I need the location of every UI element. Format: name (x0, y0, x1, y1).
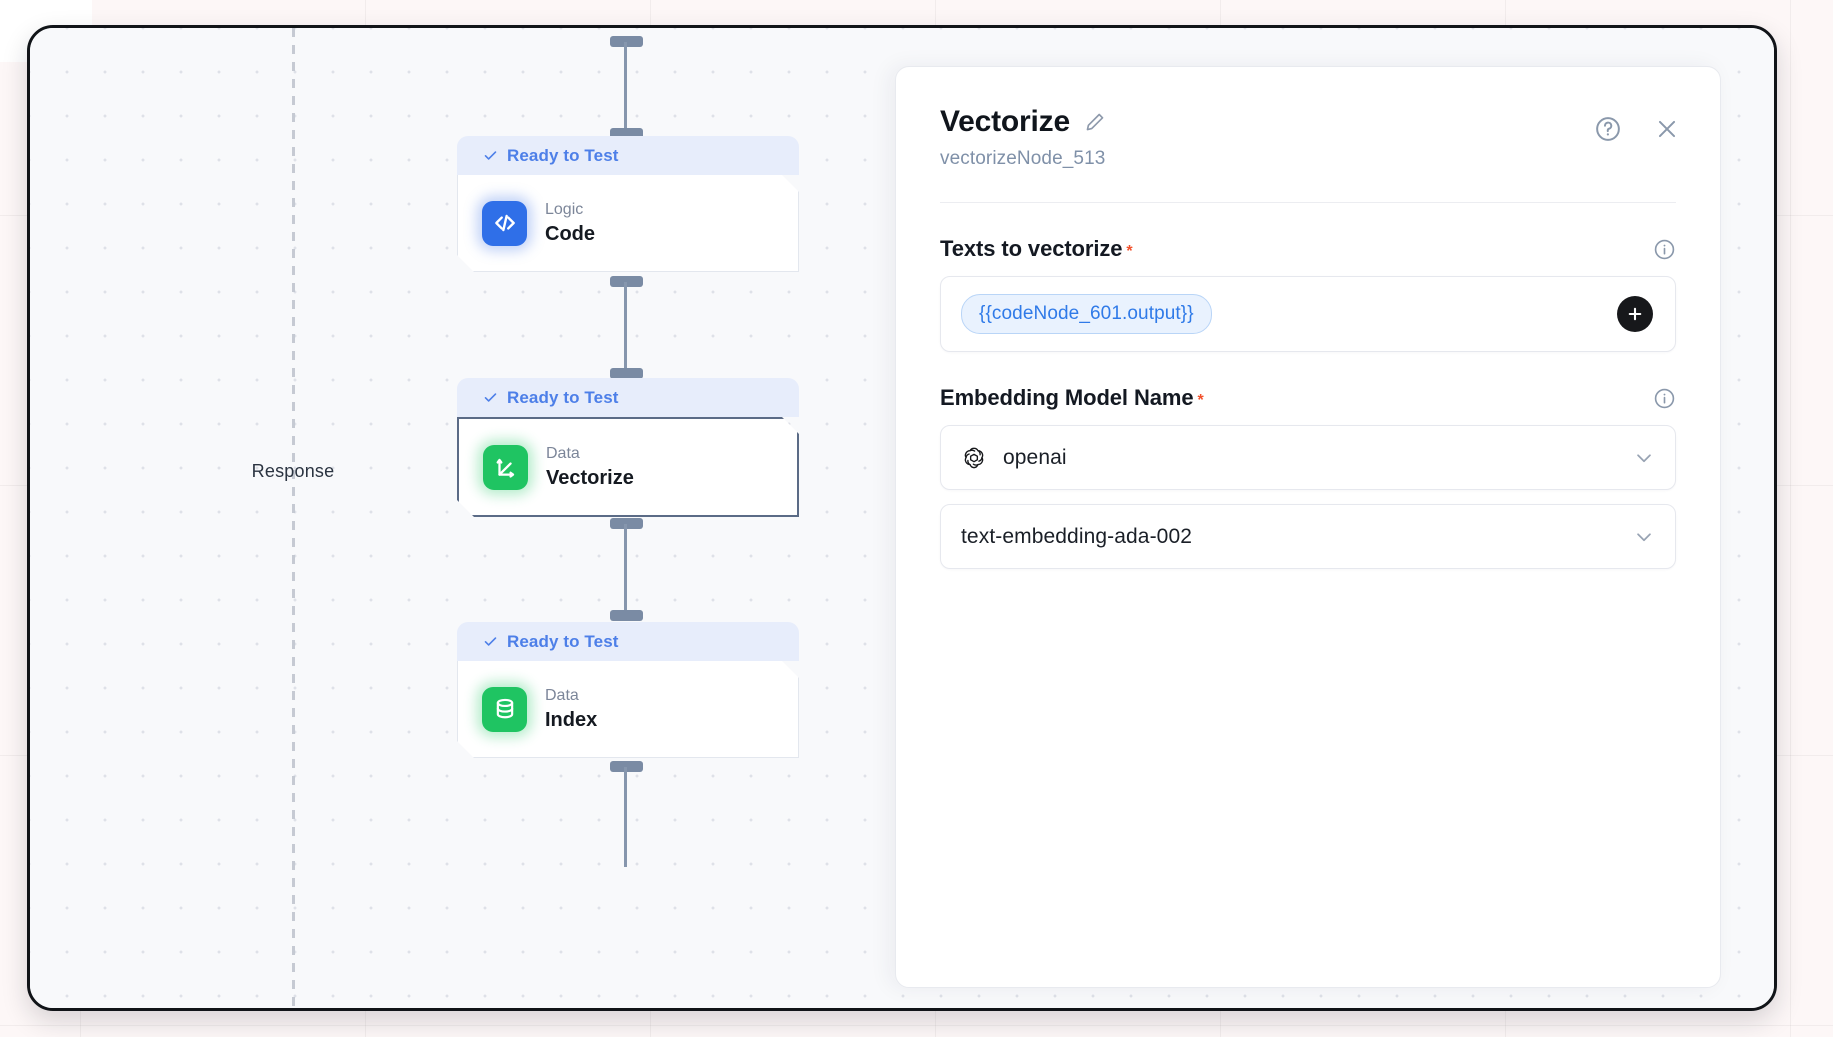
field-label: Texts to vectorize (940, 236, 1123, 261)
node-status-banner: Ready to Test (457, 622, 799, 661)
node-category-label: Logic (545, 200, 584, 218)
connector-handle[interactable] (610, 610, 643, 621)
app-window-frame: Response Ready to Test (27, 25, 1777, 1011)
provider-value: openai (1003, 445, 1067, 469)
required-marker: * (1197, 392, 1204, 409)
pencil-icon[interactable] (1084, 111, 1106, 133)
connector-line (624, 282, 627, 370)
node-category-label: Data (546, 444, 580, 462)
node-text-block: Data Index (545, 686, 597, 732)
panel-node-id: vectorizeNode_513 (940, 148, 1106, 169)
node-title-label: Vectorize (546, 467, 634, 490)
question-circle-icon[interactable] (1594, 115, 1622, 143)
node-card-body[interactable]: Data Index (457, 661, 799, 758)
plus-icon (1628, 307, 1642, 321)
field-label: Embedding Model Name (940, 385, 1194, 410)
close-icon[interactable] (1654, 116, 1680, 142)
node-card-body[interactable]: Data Vectorize (457, 417, 799, 517)
connector-line (624, 42, 627, 134)
field-label-row: Embedding Model Name* (940, 385, 1676, 411)
node-card-body[interactable]: Logic Code (457, 175, 799, 272)
chevron-down-icon[interactable] (1633, 447, 1655, 469)
panel-header: Vectorize vectorizeNode_513 (896, 67, 1720, 170)
node-status-banner: Ready to Test (457, 136, 799, 175)
connector-handle[interactable] (610, 761, 643, 772)
panel-header-actions (1594, 115, 1680, 143)
workflow-node-vectorize[interactable]: Ready to Test Data Vectorize (457, 378, 799, 517)
model-select[interactable]: text-embedding-ada-002 (940, 504, 1676, 569)
node-title-label: Index (545, 709, 598, 732)
panel-body: Texts to vectorize* {{codeNode_601.outpu… (896, 236, 1720, 569)
check-icon (484, 393, 497, 402)
field-label-row: Texts to vectorize* (940, 236, 1676, 262)
required-marker: * (1126, 243, 1133, 260)
node-title-label: Code (545, 223, 595, 246)
panel-title-row: Vectorize (940, 105, 1676, 139)
connector-handle[interactable] (610, 518, 643, 529)
info-icon[interactable] (1653, 238, 1676, 261)
node-category-label: Data (545, 686, 579, 704)
add-text-button[interactable] (1617, 296, 1653, 332)
workflow-node-index[interactable]: Ready to Test Data Index (457, 622, 799, 758)
code-brackets-icon (482, 201, 527, 246)
connector-handle[interactable] (610, 128, 643, 139)
response-label: Response (251, 461, 335, 481)
model-value: text-embedding-ada-002 (961, 524, 1193, 548)
field-texts-to-vectorize: Texts to vectorize* {{codeNode_601.outpu… (940, 236, 1676, 352)
check-icon (484, 151, 497, 160)
provider-select[interactable]: openai (940, 425, 1676, 490)
field-label-wrap: Embedding Model Name* (940, 385, 1204, 411)
node-text-block: Logic Code (545, 200, 595, 246)
node-settings-panel: Vectorize vectorizeNode_513 (895, 66, 1721, 988)
field-embedding-model-name: Embedding Model Name* (940, 385, 1676, 569)
panel-title: Vectorize (940, 105, 1070, 138)
workflow-node-code[interactable]: Ready to Test Logic Code (457, 136, 799, 272)
node-status-banner: Ready to Test (457, 378, 799, 417)
panel-divider (940, 202, 1676, 203)
check-icon (484, 637, 497, 646)
vector-axes-icon (483, 445, 528, 490)
info-icon[interactable] (1653, 387, 1676, 410)
node-status-label: Ready to Test (507, 387, 619, 407)
openai-logo-icon (964, 447, 984, 468)
node-status-label: Ready to Test (507, 631, 619, 651)
chevron-down-icon[interactable] (1633, 526, 1655, 548)
connector-line (624, 767, 627, 867)
node-status-label: Ready to Test (507, 145, 619, 165)
connector-handle[interactable] (610, 368, 643, 379)
node-text-block: Data Vectorize (546, 444, 634, 490)
canvas-guide-line (292, 28, 295, 1008)
field-label-wrap: Texts to vectorize* (940, 236, 1133, 262)
database-icon (482, 687, 527, 732)
connector-handle[interactable] (610, 276, 643, 287)
texts-chips-input[interactable]: {{codeNode_601.output}} (940, 276, 1676, 352)
connector-line (624, 524, 627, 614)
connector-handle[interactable] (610, 36, 643, 47)
variable-chip[interactable]: {{codeNode_601.output}} (961, 294, 1212, 334)
